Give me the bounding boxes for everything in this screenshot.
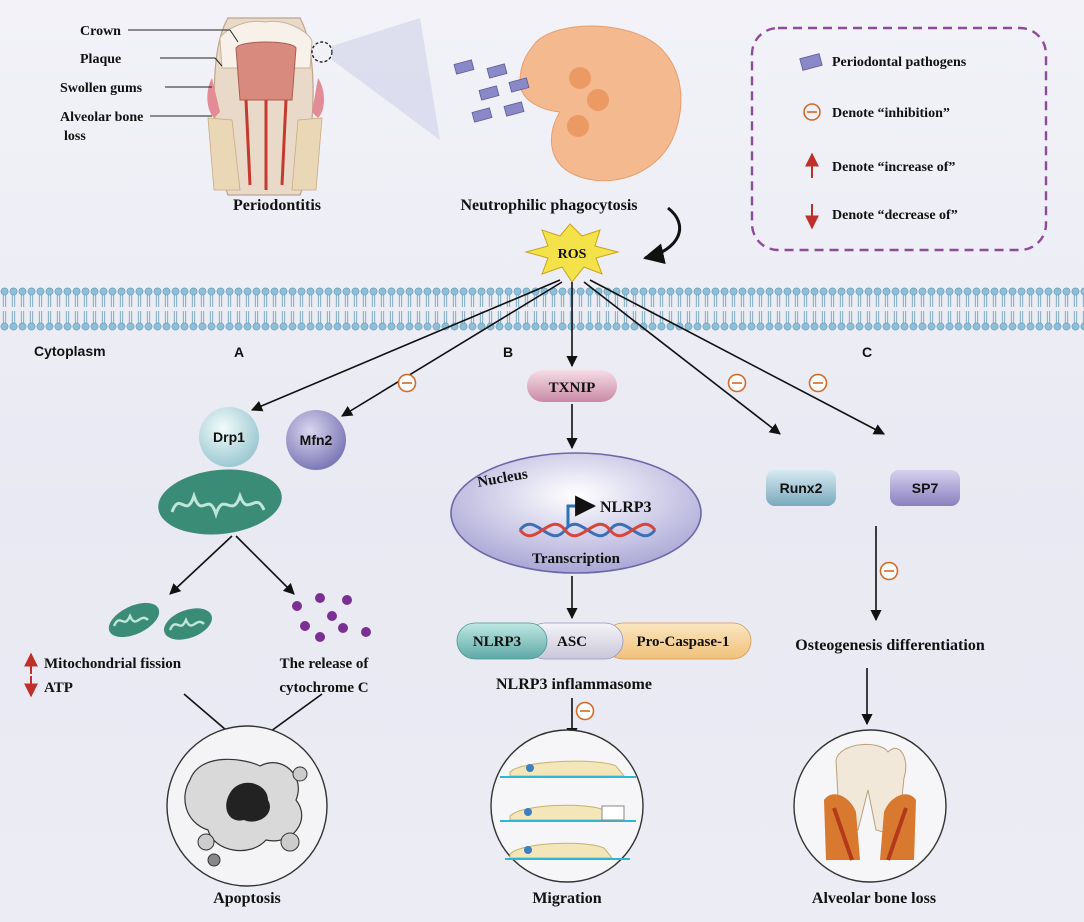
legend-inhibition: Denote “inhibition” [832,106,950,121]
label-cytochrome-c: cytochrome C [279,680,368,696]
label-apoptosis: Apoptosis [213,890,281,907]
drp1-node [199,407,259,467]
label-loss: loss [64,129,86,144]
legend-inhibit-icon [803,103,821,121]
mitochondrion-icon [158,469,282,535]
pathogen-cluster [453,59,530,123]
label-atp: ATP [44,680,73,696]
fragmented-mitochondria-icon [108,602,212,640]
arrows-panel-a [169,535,323,743]
apoptosis-circle [166,725,328,887]
label-osteogenesis: Osteogenesis differentiation [795,637,985,654]
inhibit-icon-migration [575,701,595,721]
arrow-neutrophil-to-ros [642,206,681,265]
label-neutrophilic-phagocytosis: Neutrophilic phagocytosis [460,197,637,214]
label-alveolar-bone-loss: Alveolar bone loss [812,890,936,907]
runx2-node [766,470,836,506]
mfn2-node [286,410,346,470]
dna-helix-icon [518,522,657,538]
sp7-node [890,470,960,506]
migration-circle [490,729,644,883]
inflammasome-complex [456,622,752,660]
panel-label-a: A [234,344,244,360]
tooth-leader-lines [128,29,239,117]
label-mitochondrial-fission: Mitochondrial fission [44,656,182,672]
inhibit-icon-sp7 [808,373,828,393]
tooth-illustration [207,17,440,196]
label-complex-asc: ASC [557,634,587,650]
inhibit-icon-runx2 [727,373,747,393]
inhibit-icon-mfn2 [397,373,417,393]
label-nlrp3-gene: NLRP3 [600,499,652,516]
label-txnip: TXNIP [549,380,596,396]
label-mfn2: Mfn2 [300,432,333,448]
label-cytoplasm: Cytoplasm [34,343,106,359]
label-drp1: Drp1 [213,429,245,445]
label-complex-pro-caspase: Pro-Caspase-1 [636,634,729,650]
legend-box [750,26,1048,252]
transcription-start-arrow-icon [566,495,597,526]
label-release-of: The release of [280,656,370,672]
txnip-node [527,370,617,402]
legend-pathogens: Periodontal pathogens [832,55,967,70]
label-alveolar-bone: Alveolar bone [60,110,143,125]
ros-arrows [250,279,885,435]
legend-decrease: Denote “decrease of” [832,208,958,223]
label-swollen-gums: Swollen gums [60,81,143,96]
label-crown: Crown [80,24,121,39]
label-transcription: Transcription [532,551,621,567]
panel-label-c: C [862,344,872,360]
label-nlrp3-inflammasome: NLRP3 inflammasome [496,676,652,693]
label-migration: Migration [532,890,601,907]
cytochrome-c-dots [292,593,371,642]
label-complex-nlrp3: NLRP3 [473,634,521,650]
legend-pathogen-icon [799,53,823,71]
inhibit-icon-osteogenesis [879,561,899,581]
label-plaque: Plaque [80,52,121,67]
legend-increase: Denote “increase of” [832,160,955,175]
bone-loss-circle [793,729,947,883]
label-sp7: SP7 [912,480,939,496]
label-ros: ROS [558,247,587,262]
panel-label-b: B [503,344,513,360]
neutrophil-cell [519,25,682,182]
label-periodontitis: Periodontitis [233,197,321,214]
label-runx2: Runx2 [780,480,823,496]
